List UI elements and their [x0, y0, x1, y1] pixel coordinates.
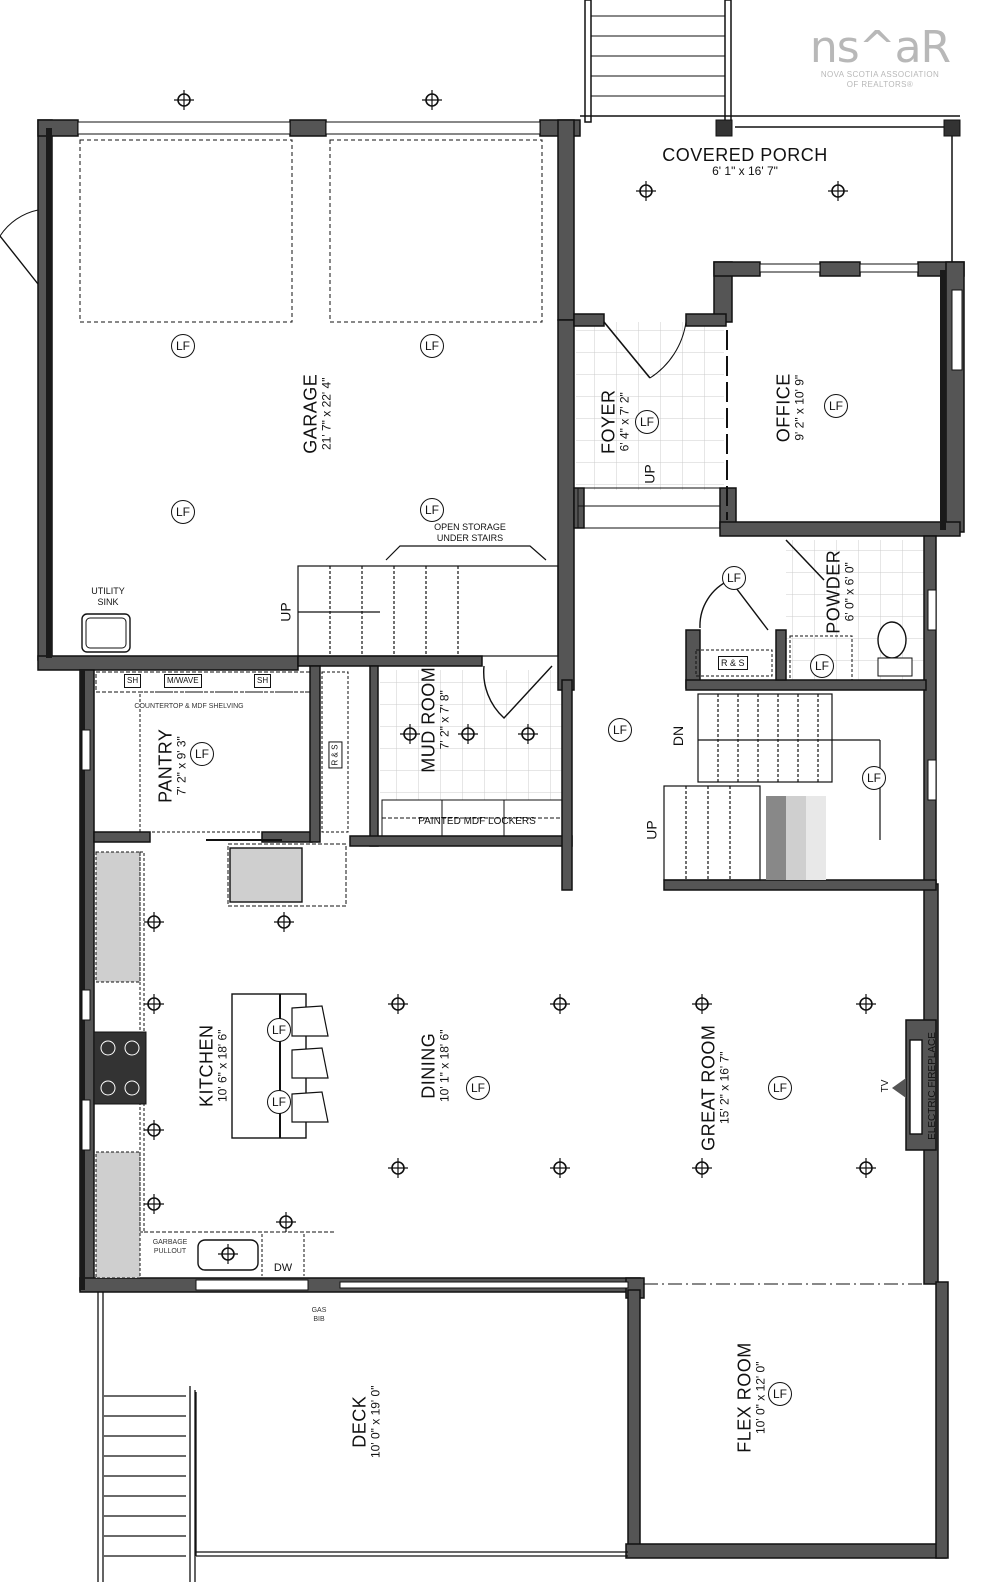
lf-marker-closet: LF [722, 566, 746, 590]
lf-marker-foyer: LF [635, 410, 659, 434]
logo-line2: OF REALTORS® [846, 80, 914, 89]
powder-tile [786, 540, 926, 680]
lf-marker-garage-3: LF [171, 500, 195, 524]
lf-marker-hall: LF [608, 718, 632, 742]
microwave-label: M/WAVE [164, 674, 202, 688]
shelf-label-left: SH [124, 674, 142, 688]
lf-marker-great-room: LF [768, 1076, 792, 1100]
room-dining: DINING 10' 1" x 18' 6" [418, 1029, 452, 1102]
room-garage: GARAGE 21' 7" x 22' 4" [300, 373, 334, 454]
utility-sink-label: UTILITY SINK [91, 586, 125, 607]
rs-label-closet: R & S [718, 656, 748, 670]
lockers-label: PAINTED MDF LOCKERS [418, 816, 536, 827]
room-kitchen: KITCHEN 10' 6" x 18' 6" [196, 1024, 230, 1108]
tv-label: TV [880, 1079, 891, 1093]
room-powder: POWDER 6' 0" x 6' 0" [823, 549, 857, 634]
stair-up-great: UP [643, 820, 660, 840]
open-storage-note: OPEN STORAGE UNDER STAIRS [434, 522, 506, 543]
room-mud-room: MUD ROOM 7' 2" x 7' 8" [418, 666, 452, 773]
lf-marker-pantry: LF [190, 742, 214, 766]
shelf-label-right: SH [254, 674, 272, 688]
lf-marker-island-1: LF [267, 1018, 291, 1042]
room-pantry: PANTRY 7' 2" x 9' 3" [155, 728, 189, 803]
rs-label-mudroom: R & S [328, 741, 343, 769]
stair-up-foyer: UP [641, 464, 658, 484]
lf-marker-garage-2: LF [420, 334, 444, 358]
countertop-note: COUNTERTOP & MDF SHELVING [134, 703, 244, 710]
lf-marker-garage-1: LF [171, 334, 195, 358]
room-foyer: FOYER 6' 4" x 7' 2" [598, 389, 632, 455]
logo-mark: ns^aR [809, 22, 951, 73]
stair-dn-great: DN [670, 725, 687, 747]
dishwasher-label: DW [273, 1262, 293, 1274]
fireplace-label: ELECTRIC FIREPLACE [927, 1032, 938, 1140]
room-covered-porch: COVERED PORCH 6' 1" x 16' 7" [662, 145, 828, 178]
lf-marker-island-2: LF [267, 1090, 291, 1114]
gas-bib-label: GAS BIB [311, 1307, 327, 1324]
room-office: OFFICE 9' 2" x 10' 9" [773, 373, 807, 443]
lf-marker-garage-4: LF [420, 498, 444, 522]
nsar-logo: ns^aR NOVA SCOTIA ASSOCIATION OF REALTOR… [805, 26, 955, 90]
lf-marker-dining: LF [466, 1076, 490, 1100]
room-deck: DECK 10' 0" x 19' 0" [349, 1385, 383, 1458]
lf-marker-flex: LF [768, 1382, 792, 1406]
room-great-room: GREAT ROOM 15' 2" x 16' 7" [698, 1024, 732, 1151]
garbage-pullout-label: GARBAGE PULLOUT [152, 1239, 188, 1256]
foyer-tile [576, 322, 724, 490]
room-flex-room: FLEX ROOM 10' 0" x 12' 0" [734, 1342, 768, 1453]
logo-line1: NOVA SCOTIA ASSOCIATION [820, 70, 940, 79]
stair-up-garage: UP [277, 602, 294, 622]
lf-marker-office: LF [824, 394, 848, 418]
lf-marker-powder: LF [810, 654, 834, 678]
lf-marker-stair: LF [862, 766, 886, 790]
